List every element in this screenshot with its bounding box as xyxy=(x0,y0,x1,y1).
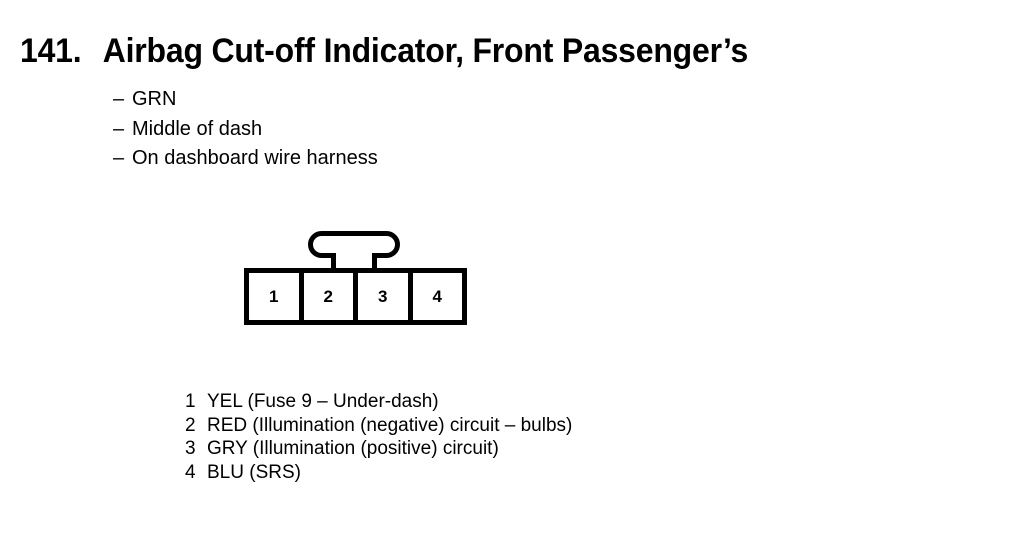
connector-pin-4: 4 xyxy=(412,273,462,320)
descriptor-label: On dashboard wire harness xyxy=(132,147,378,169)
pin-legend-description: GRY (Illumination (positive) circuit) xyxy=(207,438,499,459)
descriptor-label: Middle of dash xyxy=(132,117,263,140)
connector-latch-neck-icon xyxy=(331,253,377,271)
descriptor-item-harness: –On dashboard wire harness xyxy=(113,144,378,174)
pin-legend-row: 1 YEL (Fuse 9 – Under-dash) xyxy=(185,390,572,414)
descriptor-label: GRN xyxy=(132,88,177,110)
descriptor-item-color: –GRN xyxy=(113,85,378,115)
pin-legend-number: 3 xyxy=(185,438,196,459)
page-title-number: 141. xyxy=(20,32,82,70)
pin-legend-number: 1 xyxy=(185,391,196,412)
connector-shell: 1 2 3 4 xyxy=(244,268,467,325)
dash-bullet-icon: – xyxy=(113,88,125,110)
pin-legend-number: 2 xyxy=(185,414,196,436)
connector-pin-3: 3 xyxy=(358,273,413,320)
descriptor-item-location: –Middle of dash xyxy=(113,115,378,145)
pin-legend-row: 2 RED (Illumination (negative) circuit – … xyxy=(185,414,572,438)
pin-legend-description: YEL (Fuse 9 – Under-dash) xyxy=(207,391,439,412)
pin-legend: 1 YEL (Fuse 9 – Under-dash) 2 RED (Illumin… xyxy=(185,390,572,484)
page-title-text: Airbag Cut-off Indicator, Front Passenge… xyxy=(102,32,749,70)
pin-legend-description: RED (Illumination (negative) circuit – b… xyxy=(207,414,573,436)
dash-bullet-icon: – xyxy=(113,117,125,140)
dash-bullet-icon: – xyxy=(113,147,125,169)
page-title: 141. Airbag Cut-off Indicator, Front Pass… xyxy=(20,31,748,71)
pin-legend-row: 3 GRY (Illumination (positive) circuit) xyxy=(185,437,572,461)
connector-pin-2: 2 xyxy=(303,273,358,320)
pin-legend-description: BLU (SRS) xyxy=(207,461,301,483)
descriptor-list: –GRN –Middle of dash –On dashboard wire … xyxy=(113,85,378,174)
connector-pin-1: 1 xyxy=(249,273,304,320)
connector-diagram: 1 2 3 4 xyxy=(244,231,470,329)
pin-legend-number: 4 xyxy=(185,461,196,483)
pin-legend-row: 4 BLU (SRS) xyxy=(185,461,572,485)
